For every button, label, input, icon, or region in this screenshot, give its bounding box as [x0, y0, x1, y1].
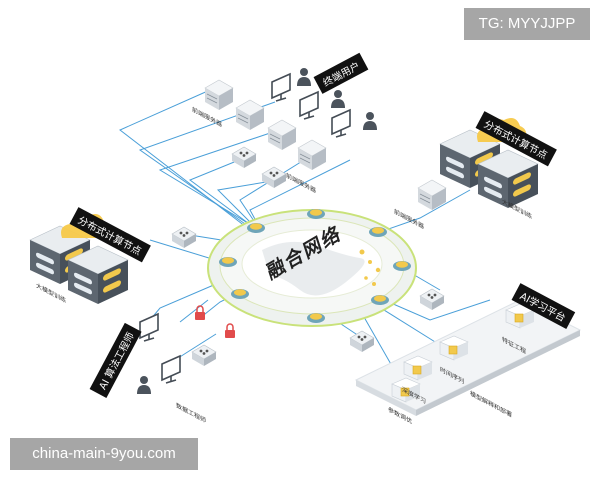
ai-engineer-group	[117, 305, 236, 394]
ai-platform-group	[349, 288, 582, 416]
watermark-tg: TG: MYYJJPP	[464, 8, 590, 40]
hub-ring	[207, 209, 417, 327]
watermark-site: china-main-9you.com	[10, 438, 198, 470]
